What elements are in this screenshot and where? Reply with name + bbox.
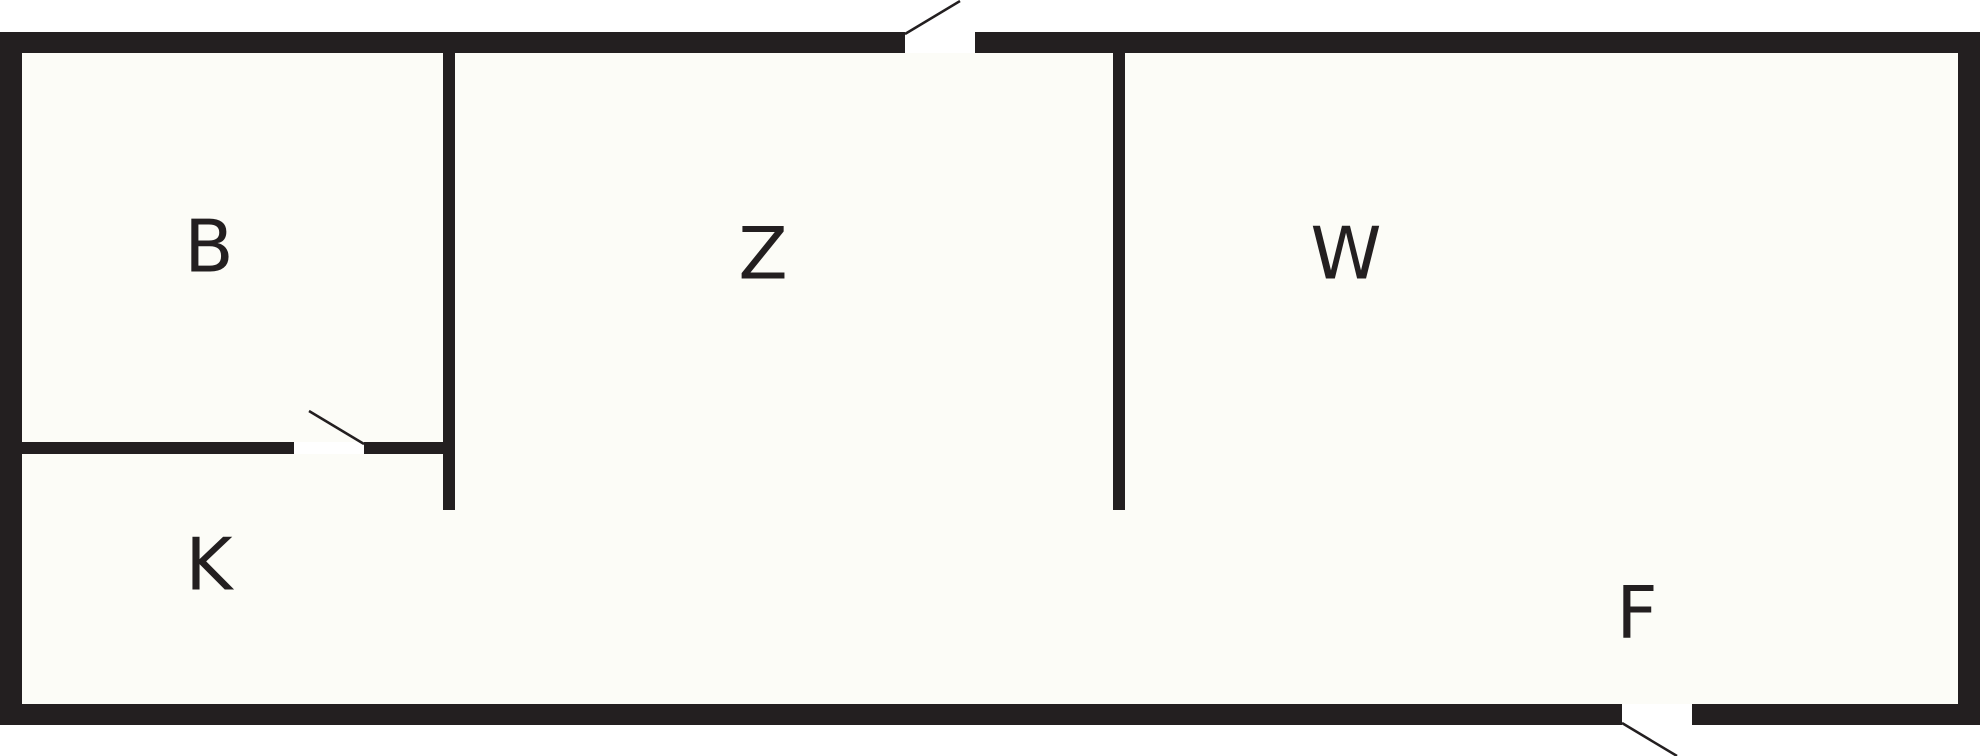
door-bottom-swing (1621, 721, 1678, 756)
room-label-k: K (185, 523, 234, 607)
door-top-opening (905, 32, 975, 53)
door-bottom-opening (1622, 704, 1692, 725)
door-top-swing (904, 0, 961, 36)
door-bedroom-opening (294, 442, 364, 454)
door-bedroom-swing (308, 409, 365, 446)
wall-living-west (1113, 53, 1125, 510)
outer-wall-right (1958, 32, 1980, 725)
outer-wall-bottom (0, 704, 1980, 725)
outer-wall-top (0, 32, 1980, 53)
outer-wall-left (0, 32, 22, 725)
room-label-f: F (1616, 571, 1657, 655)
floor-area (22, 53, 1958, 704)
wall-bedroom-east (443, 53, 455, 510)
room-label-b: B (184, 205, 233, 289)
room-label-z: Z (738, 212, 787, 296)
wall-bedroom-south (22, 442, 443, 454)
room-label-w: W (1310, 212, 1381, 296)
